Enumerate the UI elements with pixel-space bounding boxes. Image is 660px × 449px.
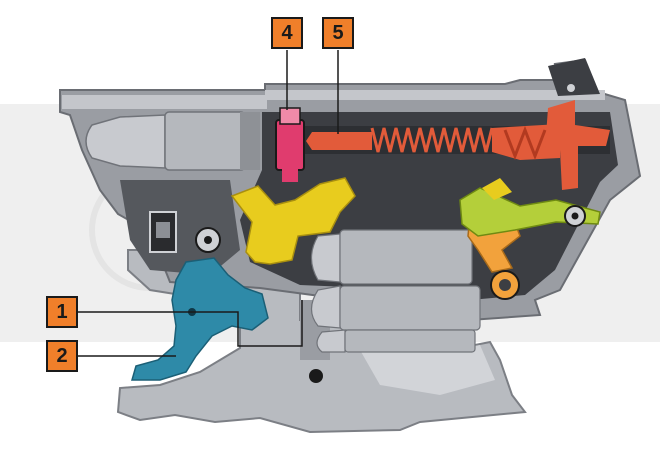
- frame-pin: [309, 369, 323, 383]
- magazine-stack: [310, 229, 481, 353]
- mag-bullet-3: [316, 329, 346, 353]
- mag-bullet-2: [310, 285, 341, 329]
- lever-pivot-pin: [571, 212, 579, 220]
- lever-tab: [482, 178, 512, 200]
- slide-top-rib: [62, 95, 267, 109]
- rear-sight: [548, 58, 600, 96]
- chambered-bullet: [85, 114, 166, 169]
- striker-coil: [503, 125, 547, 161]
- trigger-bar: [230, 177, 356, 265]
- safety-block-stem: [282, 168, 298, 182]
- mag-case-3: [344, 329, 476, 353]
- striker-spring: [370, 127, 494, 153]
- chambered-case: [164, 111, 246, 171]
- safety-block-cap: [279, 107, 301, 125]
- mag-bullet-1: [310, 233, 341, 283]
- grip-panel: [360, 345, 495, 395]
- breech-detail: [156, 222, 170, 238]
- firing-pin: [306, 132, 372, 150]
- trigger-pivot-pin: [204, 236, 212, 244]
- rear-sight-dot: [567, 84, 575, 92]
- trigger: [131, 257, 269, 381]
- callout-2: 2: [46, 340, 78, 372]
- mag-case-2: [339, 285, 481, 331]
- striker-catch: [545, 100, 610, 190]
- callout-5: 5: [322, 17, 354, 49]
- slide-top-rail: [265, 90, 605, 100]
- striker-safety-block: [275, 119, 305, 171]
- callout-4: 4: [271, 17, 303, 49]
- sear-pivot-pin: [499, 279, 511, 291]
- mag-case-1: [339, 229, 473, 285]
- leader-1: [78, 300, 303, 347]
- callout-1: 1: [46, 296, 78, 328]
- case-rim: [240, 112, 260, 170]
